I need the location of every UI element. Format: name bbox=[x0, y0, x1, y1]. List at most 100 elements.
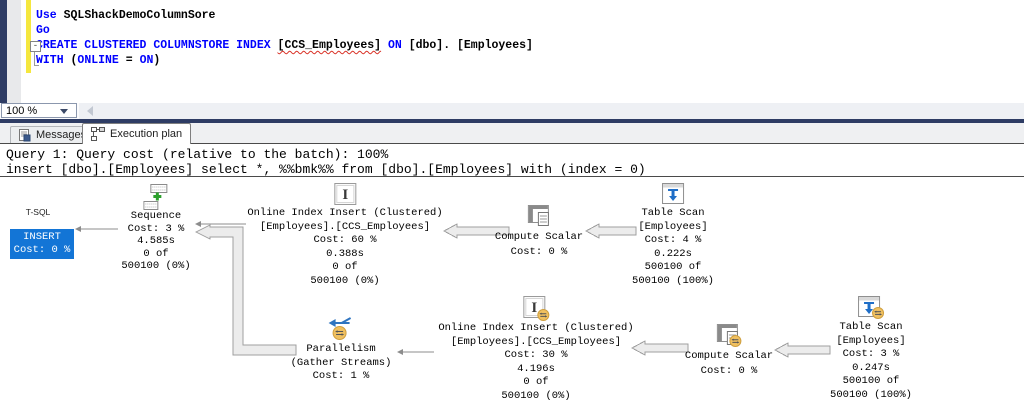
compute-scalar-bottom-node[interactable]: Compute Scalar Cost: 0 % bbox=[685, 324, 773, 377]
node-rows-total: 500100 (100%) bbox=[632, 274, 714, 287]
node-object: [Employees] bbox=[638, 220, 708, 233]
index-insert-icon: I bbox=[523, 296, 549, 321]
outline-guide bbox=[34, 52, 39, 66]
compute-scalar-top-node[interactable]: Compute Scalar Cost: 0 % bbox=[495, 205, 583, 258]
code-editor[interactable]: Use SQLShackDemoColumnSore Go CREATE CLU… bbox=[7, 0, 1024, 103]
sql-punct: ) bbox=[153, 54, 161, 67]
node-cost: Cost: 1 % bbox=[312, 370, 370, 382]
change-tracking-bar bbox=[26, 0, 31, 73]
sql-keyword: ON bbox=[381, 39, 409, 52]
code-line-1[interactable]: Use SQLShackDemoColumnSore bbox=[36, 9, 215, 23]
node-object: [Employees].[CCS_Employees] bbox=[259, 220, 431, 233]
compute-scalar-icon bbox=[528, 205, 549, 226]
table-scan-bottom-node[interactable]: Table Scan [Employees] Cost: 3 % 0.247s … bbox=[830, 295, 912, 401]
execution-plan-icon bbox=[91, 127, 105, 141]
parallelism-badge-icon bbox=[729, 335, 742, 347]
node-cost: Cost: 60 % bbox=[313, 234, 377, 246]
sql-punct: ( bbox=[70, 54, 78, 67]
sql-keyword: ON bbox=[139, 54, 154, 67]
node-time: 4.585s bbox=[137, 235, 175, 247]
tab-execution-plan[interactable]: Execution plan bbox=[82, 123, 192, 144]
node-rows-total: 500100 (100%) bbox=[830, 388, 912, 401]
parallelism-badge-icon bbox=[871, 307, 884, 319]
sql-keyword: Use bbox=[36, 9, 64, 22]
sequence-node[interactable]: Sequence Cost: 3 % 4.585s 0 of 500100 (0… bbox=[121, 184, 191, 273]
sql-keyword: Go bbox=[36, 24, 50, 37]
node-cost: Cost: 0 % bbox=[510, 245, 568, 258]
node-time: 0.247s bbox=[852, 361, 890, 374]
online-index-insert-bottom-node[interactable]: I Online Index Insert (Clustered) [Emplo… bbox=[438, 295, 634, 402]
sql-keyword: ONLINE bbox=[77, 54, 119, 67]
node-cost: Cost: 3 % bbox=[127, 222, 185, 235]
node-cost: Cost: 0 % bbox=[700, 364, 758, 377]
node-title: Online Index Insert (Clustered) bbox=[247, 207, 443, 219]
scroll-left-arrow-icon[interactable] bbox=[87, 106, 93, 116]
sql-punct: = bbox=[118, 54, 140, 67]
tab-label: Execution plan bbox=[110, 128, 183, 140]
node-rows: 0 of bbox=[523, 376, 549, 388]
code-line-2[interactable]: Go bbox=[36, 24, 50, 38]
node-rows: 0 of bbox=[332, 261, 358, 273]
results-tabstrip: Messages Execution plan bbox=[0, 123, 1024, 144]
parallelism-node[interactable]: Parallelism (Gather Streams) Cost: 1 % bbox=[290, 316, 392, 383]
svg-text:I: I bbox=[342, 187, 348, 203]
query-cost-header: Query 1: Query cost (relative to the bat… bbox=[6, 147, 389, 162]
node-title: Table Scan bbox=[641, 207, 705, 219]
sequence-icon bbox=[143, 184, 167, 210]
parallelism-badge-icon bbox=[537, 309, 549, 321]
node-time: 4.196s bbox=[517, 362, 555, 375]
table-scan-top-node[interactable]: Table Scan [Employees] Cost: 4 % 0.222s … bbox=[632, 182, 714, 287]
sql-identifier-error: [CCS_Employees] bbox=[277, 39, 382, 52]
tab-messages[interactable]: Messages bbox=[10, 126, 96, 143]
horizontal-scrollbar[interactable] bbox=[79, 103, 1024, 119]
plan-header-divider bbox=[0, 176, 1024, 177]
node-cost: Cost: 30 % bbox=[504, 349, 568, 361]
sql-keyword: CREATE CLUSTERED COLUMNSTORE INDEX bbox=[36, 39, 278, 52]
node-title: Parallelism bbox=[306, 343, 376, 355]
node-time: 0.222s bbox=[654, 247, 692, 260]
execution-plan-panel: Query 1: Query cost (relative to the bat… bbox=[0, 143, 1024, 419]
chevron-down-icon[interactable] bbox=[60, 109, 68, 114]
pane-splitter[interactable] bbox=[0, 119, 1024, 123]
node-cost: Cost: 3 % bbox=[842, 348, 900, 360]
tsql-label: T-SQL bbox=[25, 207, 51, 217]
tab-label: Messages bbox=[36, 129, 87, 141]
node-title: INSERT bbox=[23, 231, 61, 243]
breakpoint-gutter[interactable] bbox=[7, 0, 21, 103]
node-rows-total: 500100 (0%) bbox=[310, 274, 380, 287]
node-cost: Cost: 0 % bbox=[13, 244, 71, 256]
code-line-3[interactable]: CREATE CLUSTERED COLUMNSTORE INDEX [CCS_… bbox=[36, 39, 533, 53]
node-rows: 500100 of bbox=[644, 261, 702, 273]
plan-connector-arrows bbox=[75, 221, 831, 358]
node-time: 0.388s bbox=[326, 247, 364, 260]
node-title: Online Index Insert (Clustered) bbox=[438, 322, 634, 334]
table-scan-icon bbox=[661, 183, 684, 204]
sql-identifier: [dbo]. [Employees] bbox=[408, 39, 533, 52]
node-rows-total: 500100 (0%) bbox=[121, 260, 191, 272]
sql-identifier: SQLShackDemoColumnSore bbox=[63, 9, 216, 22]
messages-icon bbox=[19, 128, 31, 141]
online-index-insert-top-node[interactable]: I Online Index Insert (Clustered) [Emplo… bbox=[247, 182, 443, 287]
code-line-4[interactable]: WITH (ONLINE = ON) bbox=[36, 54, 160, 68]
node-rows: 0 of bbox=[143, 247, 169, 260]
node-rows-total: 500100 (0%) bbox=[501, 389, 571, 402]
svg-text:I: I bbox=[531, 300, 537, 316]
insert-node-selected[interactable]: INSERT Cost: 0 % bbox=[10, 229, 74, 259]
node-rows: 500100 of bbox=[842, 375, 900, 387]
node-title: Compute Scalar bbox=[684, 350, 774, 362]
collapse-toggle-icon[interactable]: - bbox=[30, 41, 41, 52]
index-insert-icon: I bbox=[334, 183, 356, 205]
node-title: Sequence bbox=[130, 210, 182, 222]
zoom-value: 100 % bbox=[6, 105, 38, 117]
editor-bottom-bar: 100 % bbox=[0, 103, 1024, 119]
compute-scalar-icon bbox=[717, 324, 742, 347]
parallelism-badge-icon bbox=[332, 326, 347, 340]
table-scan-icon bbox=[857, 296, 884, 319]
zoom-dropdown[interactable]: 100 % bbox=[1, 103, 77, 118]
node-title: Table Scan bbox=[839, 321, 903, 333]
node-title: Compute Scalar bbox=[494, 231, 584, 243]
parallelism-icon bbox=[328, 317, 352, 340]
node-subtitle: (Gather Streams) bbox=[290, 356, 392, 369]
sql-keyword: WITH bbox=[36, 54, 71, 67]
